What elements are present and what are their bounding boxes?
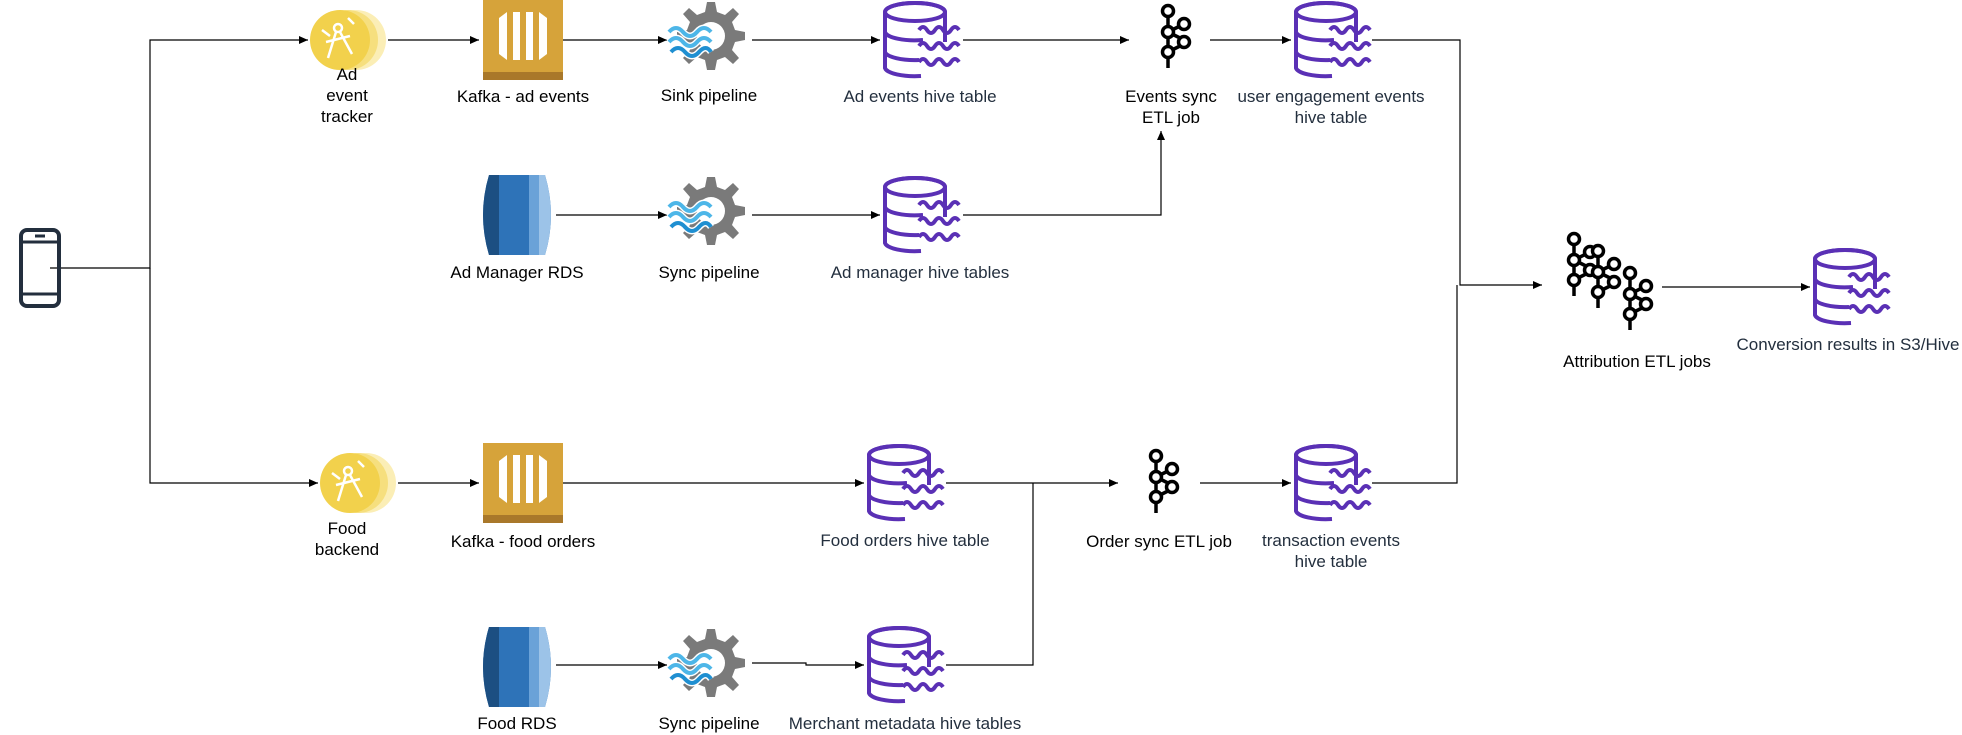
events-sync-etl-label: Events sync ETL job (1125, 87, 1217, 127)
kafka-food-orders-label: Kafka - food orders (450, 532, 596, 551)
events-sync-etl-icon (1160, 3, 1192, 70)
connectors (50, 36, 1810, 669)
merchant-hive-icon (867, 626, 945, 704)
food-orders-hive-icon (867, 444, 945, 522)
merchant-hive-label: Merchant metadata hive tables (788, 714, 1022, 733)
ad-manager-hive-icon (883, 176, 961, 254)
sync-pipeline-1-label: Sync pipeline (658, 263, 760, 282)
ad-events-hive-icon (883, 1, 961, 79)
edge-ad-manager-hive-to-events-etl (963, 131, 1165, 216)
transaction-hive-icon (1294, 444, 1372, 522)
sync-pipeline-2-label: Sync pipeline (658, 714, 760, 733)
food-orders-hive-label: Food orders hive table (820, 531, 990, 550)
conversion-results-label: Conversion results in S3/Hive (1736, 335, 1960, 354)
conversion-results-hive-icon (1813, 248, 1891, 326)
edge-transaction-hive-to-attribution (1372, 285, 1458, 484)
kafka-ad-events-icon (483, 0, 563, 80)
ad-manager-hive-label: Ad manager hive tables (830, 263, 1010, 282)
user-engagement-hive-icon (1294, 1, 1372, 79)
transaction-hive-label: transaction events hive table (1262, 531, 1400, 571)
sink-pipeline-icon (669, 2, 745, 70)
food-rds-icon (483, 627, 551, 707)
order-sync-etl-icon (1148, 448, 1180, 515)
edge-merchant-hive-to-order-etl (946, 483, 1034, 666)
sink-pipeline-label: Sink pipeline (660, 86, 758, 105)
food-rds-label: Food RDS (477, 714, 557, 733)
sync-pipeline-1-icon (669, 177, 745, 245)
sync-pipeline-2-icon (669, 629, 745, 697)
attribution-etl-icon (1566, 231, 1654, 332)
kafka-ad-events-label: Kafka - ad events (456, 87, 590, 106)
edge-sync-to-merchant-hive (752, 661, 864, 669)
order-sync-etl-label: Order sync ETL job (1086, 532, 1232, 551)
ad-event-tracker-icon (308, 8, 388, 72)
ad-events-hive-label: Ad events hive table (843, 87, 997, 106)
edge-engagement-hive-to-attribution (1372, 39, 1542, 289)
user-engagement-hive-label: user engagement events hive table (1237, 87, 1425, 127)
ad-manager-rds-icon (483, 175, 551, 255)
ad-event-tracker-label: Ad event tracker (321, 65, 373, 126)
food-backend-label: Food backend (314, 519, 380, 559)
ad-manager-rds-label: Ad Manager RDS (450, 263, 584, 282)
attribution-etl-label: Attribution ETL jobs (1563, 352, 1711, 371)
edge-phone-to-ad-event-tracker (50, 36, 308, 269)
edge-phone-to-food-backend (149, 268, 318, 487)
kafka-food-orders-icon (483, 443, 563, 523)
food-backend-icon (318, 451, 398, 515)
